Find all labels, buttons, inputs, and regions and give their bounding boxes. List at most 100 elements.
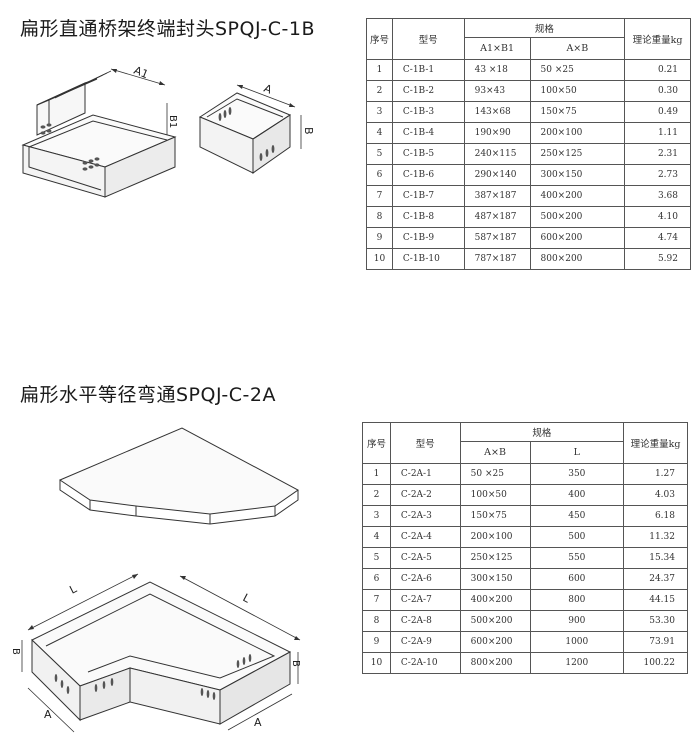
cell-no: 5	[366, 143, 393, 165]
cell-model: C-2A-6	[389, 568, 461, 590]
cell-spec-2: 450	[529, 505, 625, 527]
cell-weight: 0.30	[624, 80, 691, 102]
cell-spec-1: 43 ×18	[463, 59, 531, 81]
dim-l-label-left: L	[67, 582, 79, 597]
cell-spec-1: 200×100	[459, 526, 531, 548]
cell-model: C-2A-5	[389, 547, 461, 569]
cell-spec-2: 400	[529, 484, 625, 506]
cell-spec-1: 50 ×25	[459, 463, 531, 485]
header-weight: 理论重量kg	[623, 422, 688, 464]
cell-model: C-2A-2	[389, 484, 461, 506]
cell-no: 1	[362, 463, 391, 485]
cell-model: C-1B-10	[391, 248, 465, 270]
cell-no: 3	[362, 505, 391, 527]
cell-weight: 44.15	[623, 589, 688, 611]
cell-model: C-1B-3	[391, 101, 465, 123]
cell-no: 1	[366, 59, 393, 81]
section-2-title: 扁形水平等径弯通SPQJ-C-2A	[20, 384, 276, 406]
cell-spec-1: 100×50	[459, 484, 531, 506]
cell-no: 9	[366, 227, 393, 249]
cell-no: 7	[362, 589, 391, 611]
cell-spec-1: 400×200	[459, 589, 531, 611]
cell-no: 4	[366, 122, 393, 144]
cell-spec-1: 190×90	[463, 122, 531, 144]
cell-weight: 53.30	[623, 610, 688, 632]
header-spec: 规格	[463, 17, 626, 39]
cell-spec-2: 100×50	[529, 80, 626, 102]
cell-model: C-1B-8	[391, 206, 465, 228]
cell-no: 7	[366, 185, 393, 207]
cell-weight: 0.21	[624, 59, 691, 81]
cell-model: C-2A-9	[389, 631, 461, 653]
cell-spec-1: 587×187	[463, 227, 531, 249]
cell-weight: 3.68	[624, 185, 691, 207]
cell-spec-2: 500	[529, 526, 625, 548]
dim-l-label-right: L	[241, 591, 253, 606]
cell-weight: 5.92	[624, 248, 691, 270]
end-cap-drawing-closed: A B	[198, 82, 315, 174]
dim-a-label-left: A	[44, 708, 52, 721]
header-col1: A1×B1	[463, 37, 531, 60]
cell-model: C-2A-10	[389, 652, 461, 674]
cell-model: C-1B-9	[391, 227, 465, 249]
cell-spec-2: 1000	[529, 631, 625, 653]
cell-weight: 15.34	[623, 547, 688, 569]
cell-model: C-2A-8	[389, 610, 461, 632]
cell-weight: 11.32	[623, 526, 688, 548]
cell-weight: 4.74	[624, 227, 691, 249]
cell-weight: 6.18	[623, 505, 688, 527]
cell-model: C-1B-7	[391, 185, 465, 207]
end-cap-drawing-open: A1 B1	[21, 64, 178, 198]
cell-no: 6	[362, 568, 391, 590]
cell-model: C-2A-1	[389, 463, 461, 485]
cell-weight: 0.49	[624, 101, 691, 123]
cell-no: 8	[366, 206, 393, 228]
dim-b1-label: B1	[167, 115, 178, 128]
header-no: 序号	[366, 18, 393, 60]
header-col2: A×B	[529, 37, 626, 60]
cell-model: C-2A-4	[389, 526, 461, 548]
cell-no: 6	[366, 164, 393, 186]
cell-spec-1: 500×200	[459, 610, 531, 632]
cell-model: C-1B-4	[391, 122, 465, 144]
cell-no: 9	[362, 631, 391, 653]
cell-spec-2: 500×200	[529, 206, 626, 228]
cell-spec-2: 250×125	[529, 143, 626, 165]
cell-spec-1: 143×68	[463, 101, 531, 123]
dim-b-label-left: B	[10, 648, 21, 655]
cell-spec-1: 250×125	[459, 547, 531, 569]
cell-spec-2: 550	[529, 547, 625, 569]
cell-spec-2: 800	[529, 589, 625, 611]
cell-spec-2: 600	[529, 568, 625, 590]
dim-a-label-right: A	[254, 716, 262, 729]
cell-spec-2: 900	[529, 610, 625, 632]
cell-spec-2: 350	[529, 463, 625, 485]
cell-spec-1: 240×115	[463, 143, 531, 165]
cell-spec-1: 150×75	[459, 505, 531, 527]
elbow-cover-drawing	[58, 427, 299, 525]
cell-no: 2	[362, 484, 391, 506]
cell-spec-2: 200×100	[529, 122, 626, 144]
cell-spec-1: 487×187	[463, 206, 531, 228]
cell-spec-1: 600×200	[459, 631, 531, 653]
cell-no: 4	[362, 526, 391, 548]
header-model: 型号	[391, 18, 465, 60]
